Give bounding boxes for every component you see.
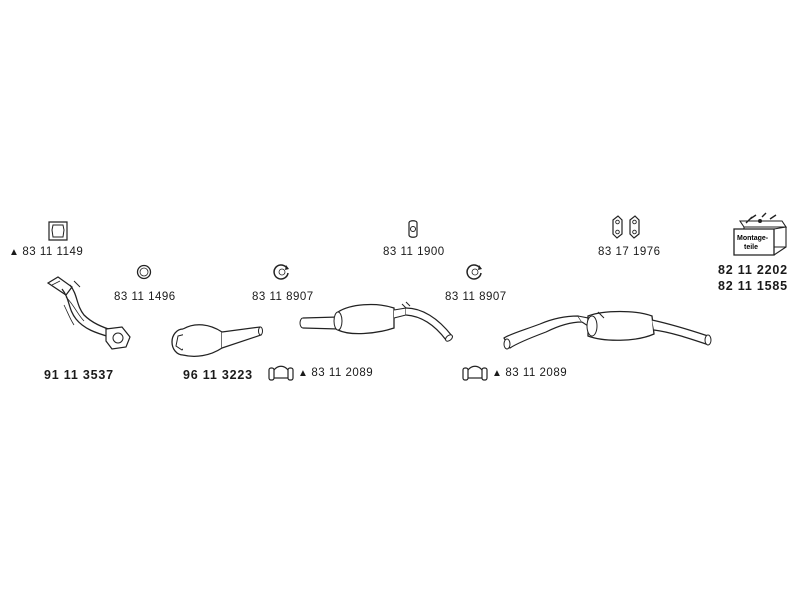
pipe-clamp-ring-icon bbox=[466, 263, 482, 281]
part-code-clamp-ring-2: 83 11 8907 bbox=[445, 291, 507, 303]
part-code-square-gasket: ▲83 11 1149 bbox=[9, 246, 84, 258]
pipe-clamp-ring-icon bbox=[273, 263, 289, 281]
part-code-clamp-ring-1: 83 11 8907 bbox=[252, 291, 314, 303]
part-code-clamp-1: ▲83 11 2089 bbox=[298, 367, 374, 379]
part-code-front-pipe: 91 11 3537 bbox=[44, 368, 114, 382]
part-code-mounting-kit-1: 82 11 2202 bbox=[718, 263, 788, 277]
warning-triangle-icon: ▲ bbox=[298, 368, 309, 379]
part-code-hanger: 83 11 1900 bbox=[383, 246, 445, 258]
part-code-ring-gasket: 83 11 1496 bbox=[114, 291, 176, 303]
rear-silencer-icon bbox=[500, 308, 718, 356]
front-pipe-icon bbox=[44, 275, 134, 360]
part-code-rubber-mounts: 83 17 1976 bbox=[598, 246, 661, 258]
exhaust-hanger-icon bbox=[406, 219, 420, 239]
middle-silencer-icon bbox=[298, 296, 458, 346]
warning-triangle-icon: ▲ bbox=[492, 368, 503, 379]
u-clamp-icon bbox=[461, 364, 489, 382]
catalytic-converter-icon bbox=[170, 318, 265, 358]
u-clamp-icon bbox=[267, 364, 295, 382]
warning-triangle-icon: ▲ bbox=[9, 247, 20, 258]
part-code-clamp-2: ▲83 11 2089 bbox=[492, 367, 568, 379]
kit-box-label-1: Montage- bbox=[737, 235, 769, 242]
rubber-mounts-icon bbox=[610, 214, 644, 240]
ring-gasket-icon bbox=[136, 264, 152, 280]
kit-box-label-2: teile bbox=[744, 244, 758, 251]
part-code-mounting-kit-2: 82 11 1585 bbox=[718, 279, 788, 293]
part-code-catalyst: 96 11 3223 bbox=[183, 368, 253, 382]
square-gasket-icon bbox=[48, 221, 68, 241]
mounting-kit-box-icon: Montage- teile bbox=[730, 213, 790, 258]
